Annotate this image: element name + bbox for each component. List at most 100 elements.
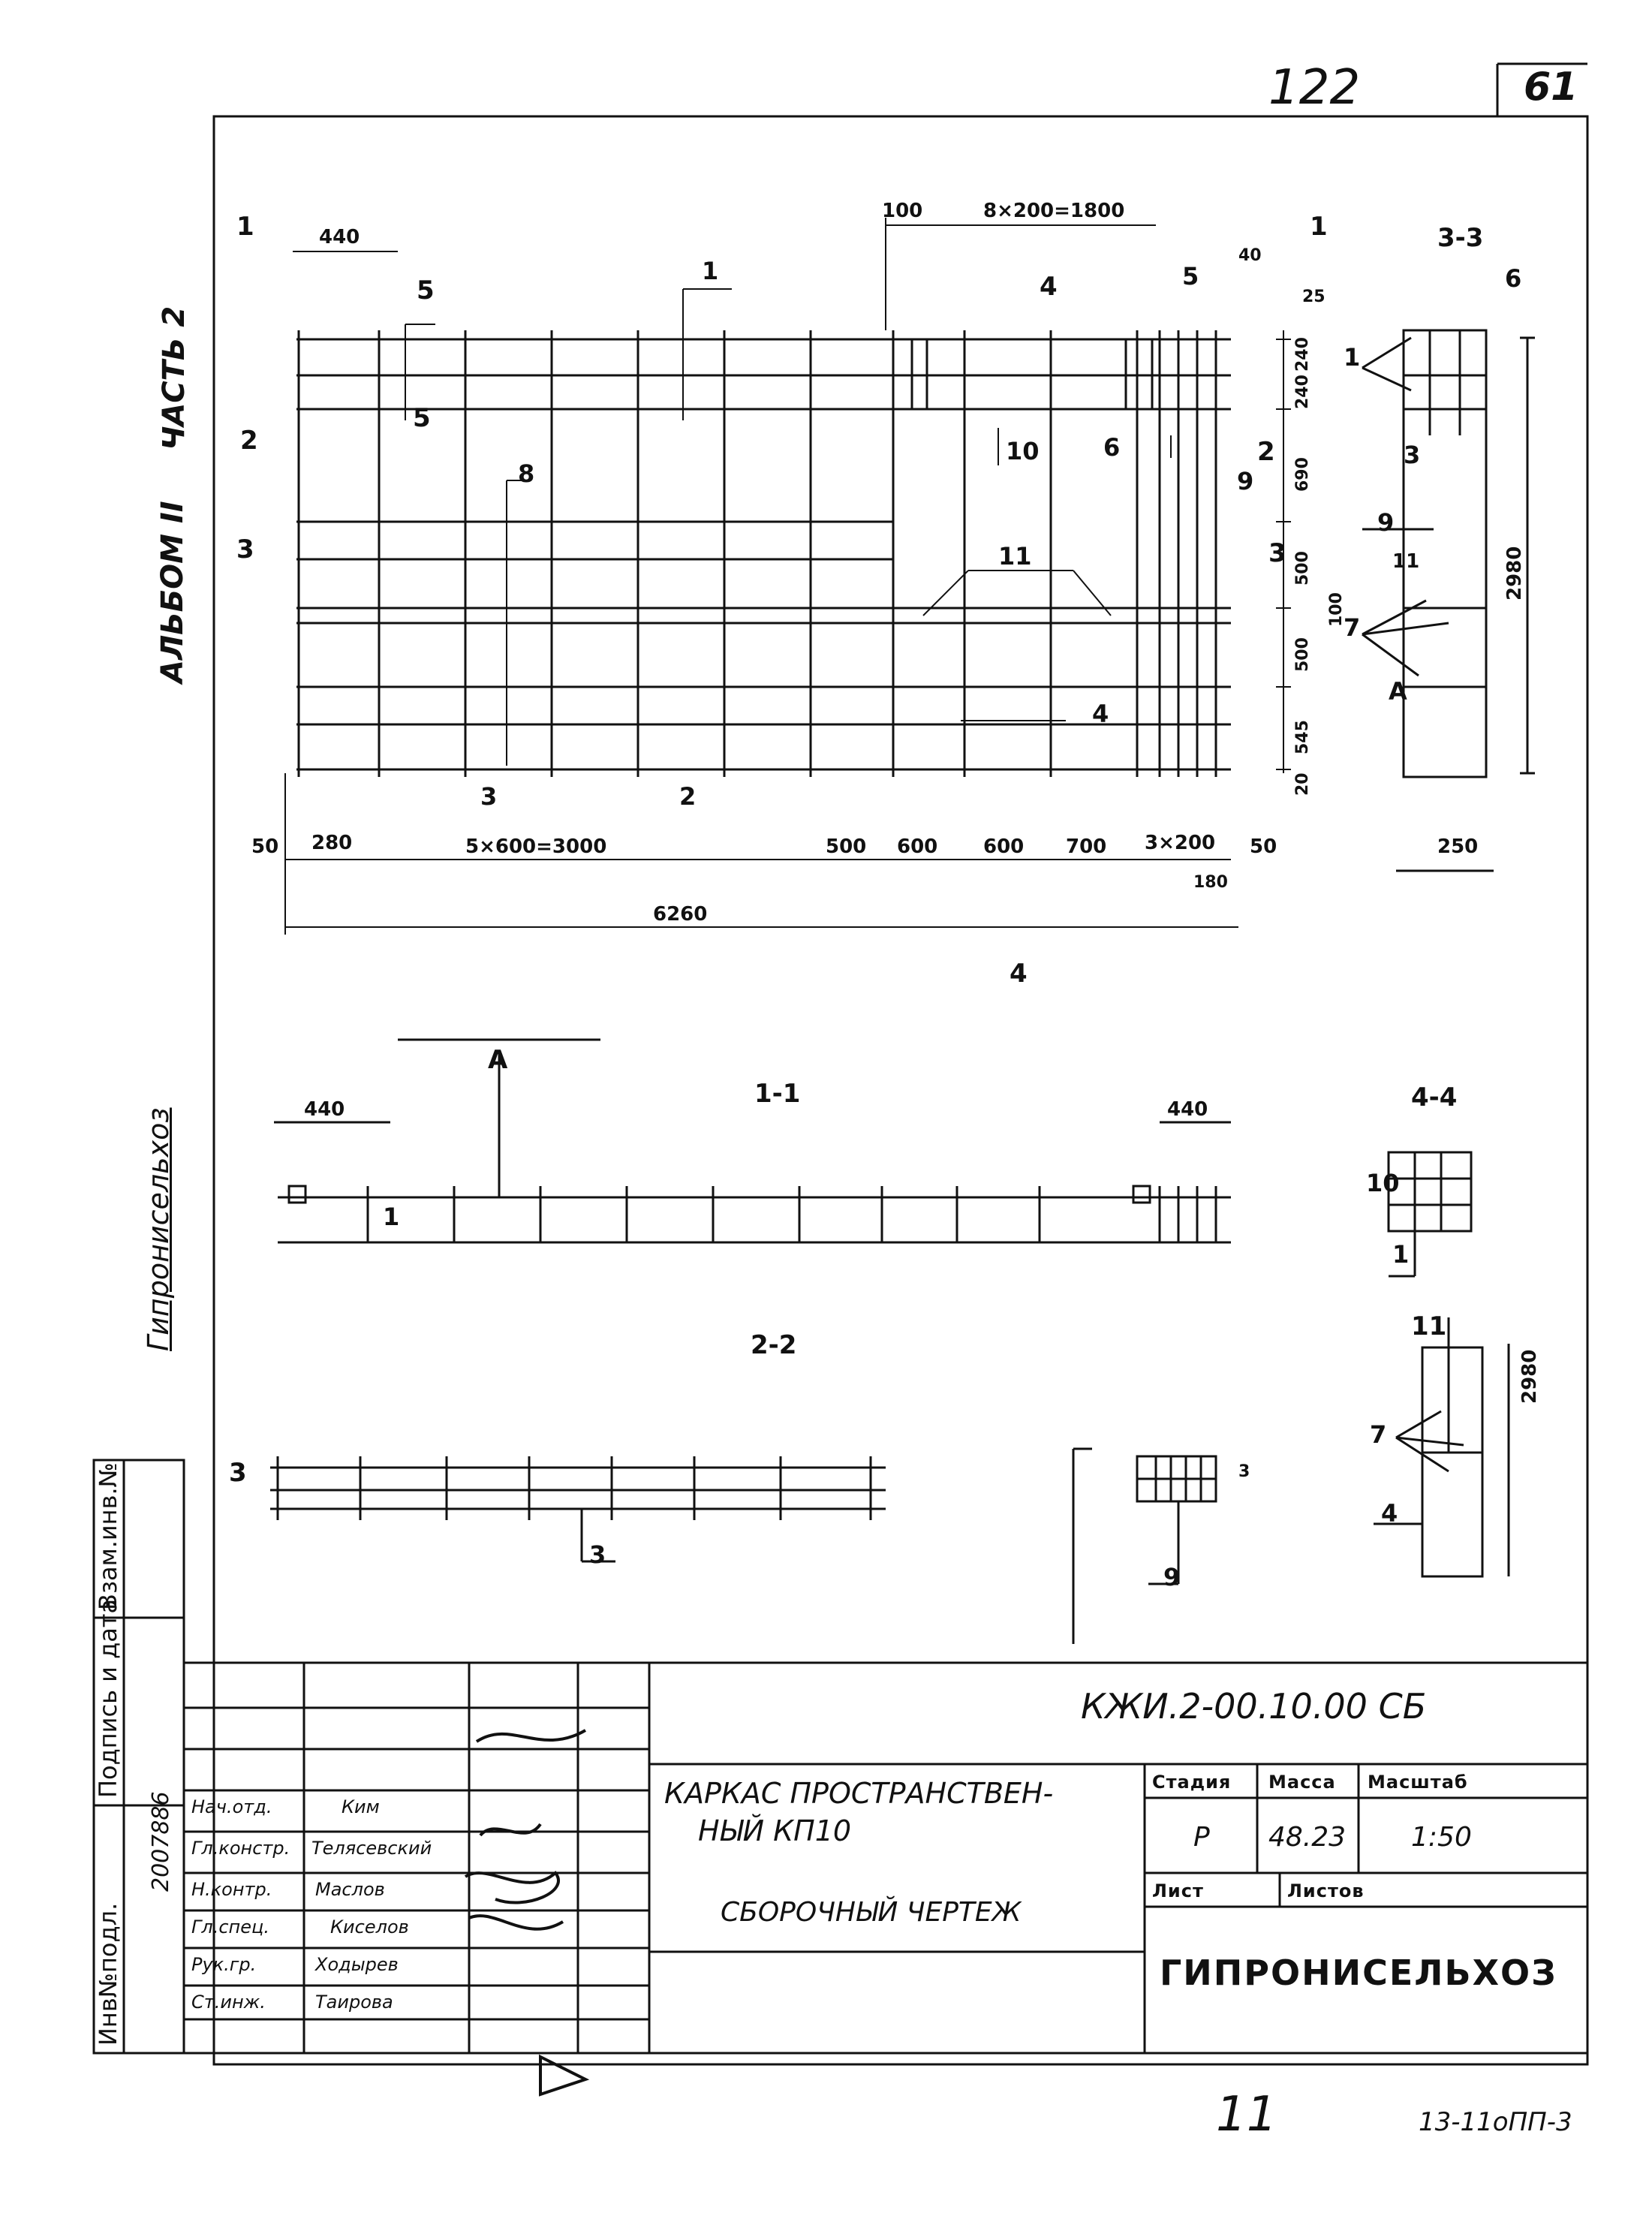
section-1-1-lines [274, 1038, 1231, 1244]
series-code: 13-11оПП-3 [1419, 2107, 1572, 2137]
handwritten-marks [464, 1729, 590, 2097]
title-block-lines [182, 1661, 1589, 2055]
position-2: 2 [679, 782, 697, 811]
section-4-4-lower-pos-11: 11 [1411, 1311, 1447, 1341]
sheets-label: Листов [1287, 1880, 1365, 1901]
dim-bottom-500: 500 [826, 836, 867, 858]
staff-name: Таирова [315, 1992, 393, 2013]
staff-role: Н.контр. [191, 1879, 272, 1900]
side-stamp-replacement-inv: Взам.инв.№ [94, 1462, 122, 1610]
position-11: 11 [998, 542, 1032, 571]
organization-name: ГИПРОНИСЕЛЬХОЗ [1160, 1953, 1557, 1993]
section-3-3-pos-6: 6 [1505, 264, 1522, 293]
staff-role: Ст.инж. [191, 1992, 266, 2013]
section-1-1-title: 1-1 [754, 1079, 801, 1109]
section-mark-2-right: 2 [1257, 437, 1275, 467]
dim-bottom-50: 50 [251, 836, 279, 858]
stage-label: Стадия [1152, 1772, 1232, 1793]
detail-lines [1072, 1447, 1217, 1644]
section-3-3-lines [1362, 329, 1535, 872]
detail-pos-3: 3 [1238, 1462, 1250, 1481]
dim-bottom-3x200: 3×200 [1145, 832, 1216, 854]
staff-role: Гл.спец. [191, 1916, 269, 1937]
staff-name: Ходырев [315, 1954, 399, 1975]
section-4-4-lower-pos-7: 7 [1370, 1420, 1387, 1449]
section-2-2-title: 2-2 [751, 1330, 797, 1360]
section-3-3-pos-11: 11 [1392, 550, 1420, 573]
section-mark-4-bottom: 4 [1010, 959, 1028, 989]
position-5: 5 [1182, 262, 1199, 291]
plan-callouts [405, 288, 1172, 766]
dim-right-240a: 240 [1293, 337, 1312, 372]
title-line-1: КАРКАС ПРОСТРАНСТВЕН- [664, 1777, 1054, 1810]
company-label: Гипронисельхоз [142, 1107, 175, 1351]
staff-name: Ким [342, 1796, 380, 1817]
staff-role: Нач.отд. [191, 1796, 272, 1817]
dim-top-100: 100 [882, 200, 923, 222]
dim-right-690: 690 [1293, 457, 1312, 492]
position-10: 10 [1006, 437, 1040, 465]
section-2-2-mark-3-left: 3 [229, 1458, 247, 1488]
position-1: 1 [702, 257, 719, 285]
designation: КЖИ.2-00.10.00 СБ [1081, 1686, 1427, 1727]
detail-pos-9: 9 [1163, 1563, 1181, 1591]
staff-role: Рук.гр. [191, 1954, 257, 1975]
section-4-4-lines [1374, 1151, 1510, 1578]
dim-top-8x200: 8×200=1800 [983, 200, 1125, 222]
position-6: 6 [1103, 433, 1121, 462]
dim-bottom-280: 280 [311, 832, 353, 854]
section-1-1-dim-left: 440 [304, 1098, 345, 1121]
section-3-3-pos-9: 9 [1377, 508, 1395, 537]
staff-role: Гл.констр. [191, 1838, 290, 1859]
dim-right-100: 100 [1327, 592, 1346, 627]
section-2-2-lines [270, 1456, 886, 1563]
part-label: ЧАСТЬ 2 [157, 306, 191, 450]
sheet-frame [212, 115, 1589, 2066]
side-stamp-signature-date: Подпись и дата [94, 1598, 122, 1798]
section-4-4-pos-10: 10 [1366, 1169, 1400, 1197]
staff-name: Маслов [315, 1879, 385, 1900]
section-3-3-height: 2980 [1503, 546, 1526, 601]
section-mark-3-right: 3 [1268, 538, 1286, 568]
side-stamp-inv-original: Инв№подл. [94, 1902, 122, 2046]
position-3: 3 [480, 782, 498, 811]
scale-value: 1:50 [1411, 1822, 1472, 1853]
footer-handwritten-number: 11 [1216, 2087, 1277, 2142]
scale-label: Масштаб [1368, 1772, 1468, 1793]
mass-label: Масса [1268, 1772, 1336, 1793]
section-4-4-lower-pos-4: 4 [1381, 1499, 1398, 1528]
section-2-2-mark-3-bottom: 3 [589, 1540, 606, 1569]
section-4-4-pos-1: 1 [1392, 1240, 1410, 1269]
section-mark-5-top: 5 [417, 275, 435, 306]
section-3-3-pos-1: 1 [1344, 343, 1361, 372]
album-label: АЛЬБОМ II [155, 501, 190, 683]
section-4-4-title: 4-4 [1411, 1082, 1458, 1112]
section-mark-1-left: 1 [236, 212, 254, 242]
dim-top-25: 25 [1302, 288, 1326, 306]
dim-bottom-700: 700 [1066, 836, 1107, 858]
section-mark-5-bottom: 5 [413, 403, 431, 433]
staff-name: Телясевский [311, 1838, 432, 1859]
section-4-4-lower-height: 2980 [1518, 1349, 1541, 1404]
title-line-2: НЫЙ КП10 [698, 1814, 852, 1847]
sheet-label: Лист [1152, 1880, 1204, 1901]
staff-name: Киселов [330, 1916, 409, 1937]
dim-right-545: 545 [1293, 720, 1312, 754]
stage-value: Р [1193, 1822, 1210, 1853]
dim-overall-6260: 6260 [653, 903, 708, 926]
section-mark-1-right: 1 [1310, 212, 1328, 242]
mass-value: 48.23 [1268, 1822, 1347, 1853]
dim-bottom-600a: 600 [897, 836, 938, 858]
sheet-number: 61 [1524, 65, 1578, 110]
section-mark-3-left: 3 [236, 534, 254, 565]
plan-dimension-lines [284, 218, 1291, 935]
dim-right-500b: 500 [1293, 637, 1312, 672]
position-9: 9 [1237, 467, 1254, 495]
section-3-3-pos-3: 3 [1404, 441, 1421, 469]
section-3-3-title: 3-3 [1437, 223, 1484, 253]
position-4: 4 [1092, 700, 1109, 728]
dim-bottom-600b: 600 [983, 836, 1025, 858]
plan-view-grid [296, 330, 1231, 777]
